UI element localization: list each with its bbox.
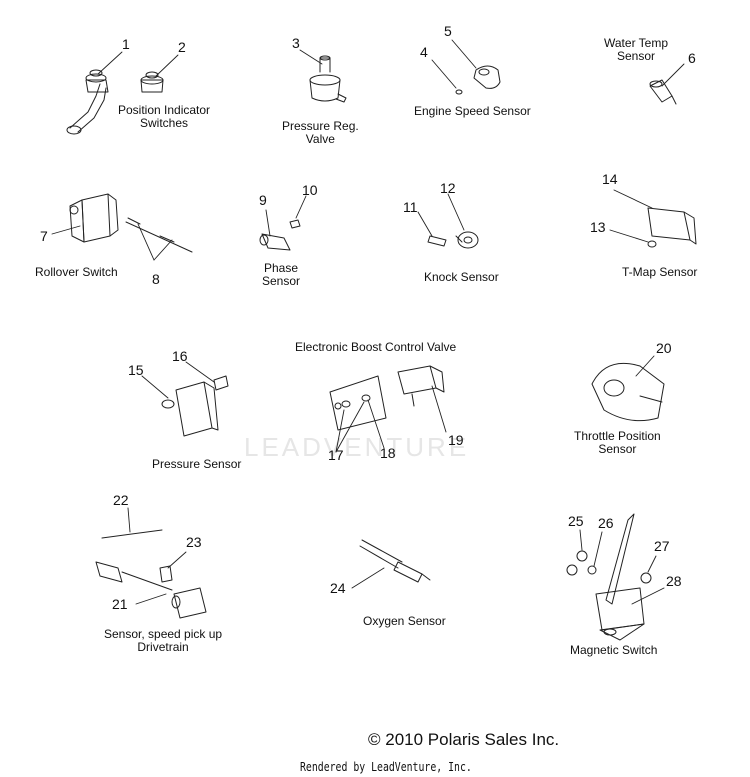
phase-sensor-drawing [259, 219, 301, 251]
leader-lines [51, 39, 685, 605]
label-pressure-sensor: Pressure Sensor [152, 457, 242, 471]
callout-22: 22 [113, 492, 129, 508]
callout-7: 7 [40, 228, 48, 244]
label-rollover: Rollover Switch [35, 265, 118, 279]
callout-20: 20 [656, 340, 672, 356]
callout-5: 5 [444, 23, 452, 39]
tmap-sensor-drawing [647, 207, 697, 248]
callout-24: 24 [330, 580, 346, 596]
callout-4: 4 [420, 44, 428, 60]
callout-17: 17 [328, 447, 344, 463]
magnetic-switch-drawing [566, 513, 652, 641]
callout-21: 21 [112, 596, 128, 612]
callout-23: 23 [186, 534, 202, 550]
callout-25: 25 [568, 513, 584, 529]
callout-18: 18 [380, 445, 396, 461]
callout-13: 13 [590, 219, 606, 235]
callout-2: 2 [178, 39, 186, 55]
callout-1: 1 [122, 36, 130, 52]
callout-14: 14 [602, 171, 618, 187]
pressure-reg-valve-drawing [309, 55, 347, 103]
callout-10: 10 [302, 182, 318, 198]
position-switch-1-drawing [66, 69, 109, 135]
knock-sensor-drawing [427, 231, 479, 249]
callout-27: 27 [654, 538, 670, 554]
label-boost: Electronic Boost Control Valve [295, 340, 457, 354]
label-tmap: T-Map Sensor [622, 265, 698, 279]
rollover-switch-drawing [69, 193, 119, 243]
label-magnetic: Magnetic Switch [570, 643, 658, 657]
callout-3: 3 [292, 35, 300, 51]
water-temp-sensor-drawing [649, 79, 677, 105]
speed-pickup-drawing [95, 529, 207, 619]
callout-11: 11 [403, 199, 418, 215]
label-engine-speed: Engine Speed Sensor [414, 104, 531, 118]
callout-16: 16 [172, 348, 188, 364]
callout-8: 8 [152, 271, 160, 287]
copyright-text: © 2010 Polaris Sales Inc. [368, 730, 560, 749]
oxygen-sensor-drawing [359, 539, 431, 583]
leads-drawing [125, 217, 193, 253]
engine-speed-sensor-drawing [455, 65, 501, 95]
callout-15: 15 [128, 362, 144, 378]
pressure-sensor-drawing [161, 375, 229, 437]
callout-9: 9 [259, 192, 267, 208]
label-oxygen: Oxygen Sensor [363, 614, 446, 628]
callout-12: 12 [440, 180, 456, 196]
throttle-position-sensor-drawing [591, 362, 665, 422]
callout-28: 28 [666, 573, 682, 589]
boost-valve-drawing [329, 365, 445, 431]
callout-6: 6 [688, 50, 696, 66]
callout-26: 26 [598, 515, 614, 531]
watermark: LEADVENTURE [244, 432, 470, 462]
callout-19: 19 [448, 432, 464, 448]
label-pressure-reg: Pressure Reg.Valve [282, 119, 359, 146]
label-knock: Knock Sensor [424, 270, 499, 284]
rendered-by-text: Rendered by LeadVenture, Inc. [300, 760, 472, 774]
position-switch-2-drawing [140, 71, 164, 93]
